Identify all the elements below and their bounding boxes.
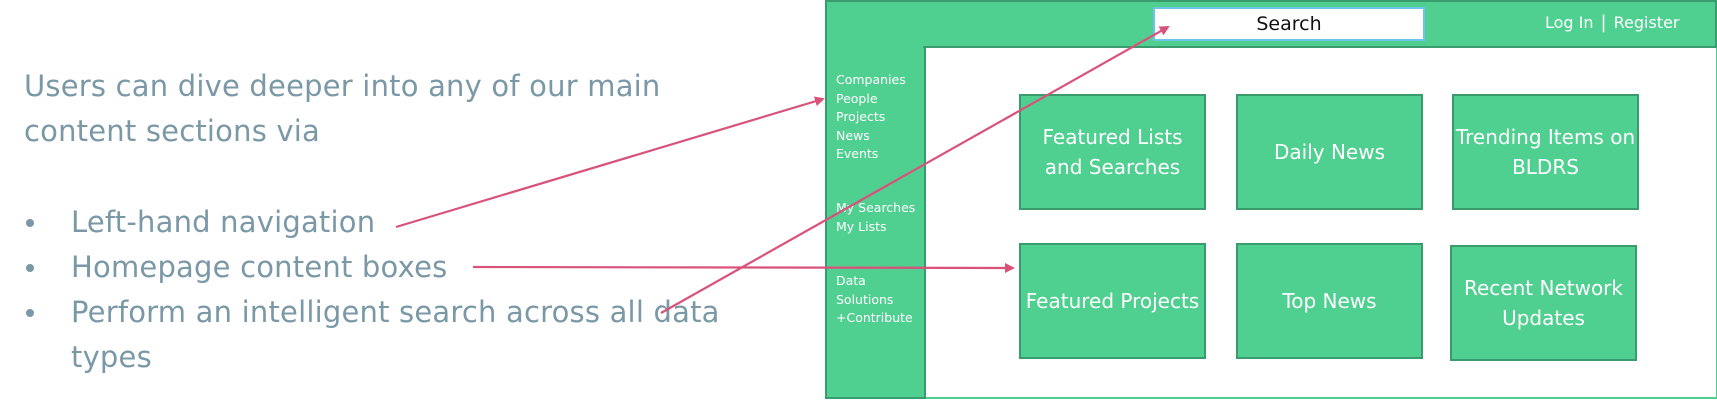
tile-top-news[interactable]: Top News [1236,243,1423,359]
sidebar-item-my-searches[interactable]: My Searches [836,200,916,215]
sidebar-item-events[interactable]: Events [836,146,879,161]
bullet-text: Left-hand navigation [71,205,376,239]
sidebar-item-companies[interactable]: Companies [836,72,906,87]
intro-text: Users can dive deeper into any of our ma… [24,69,661,148]
search-input[interactable]: Search [1153,7,1425,41]
sidebar-item-projects[interactable]: Projects [836,109,886,124]
bullet-dot-icon [26,219,34,227]
tile-featured-projects[interactable]: Featured Projects [1019,243,1206,359]
sidebar-personal-nav: My Searches My Lists [836,199,915,236]
search-label: Search [1256,13,1322,35]
feature-bullet-list: Left-hand navigation Homepage content bo… [24,200,724,380]
bullet-text: Homepage content boxes [71,250,448,284]
bullet-search: Perform an intelligent search across all… [24,290,724,380]
sidebar-item-news[interactable]: News [836,127,870,143]
tile-recent-network-updates[interactable]: Recent Network Updates [1450,245,1637,361]
sidebar-item-people[interactable]: People [836,90,878,106]
sidebar-item-contribute[interactable]: +Contribute [836,310,913,325]
sidebar-item-solutions[interactable]: Solutions [836,291,894,307]
tile-daily-news[interactable]: Daily News [1236,94,1423,210]
bullet-text: Perform an intelligent search across all… [71,295,720,374]
sidebar-primary-nav: Companies People Projects News Events [836,71,906,164]
tile-featured-lists[interactable]: Featured Lists and Searches [1019,94,1206,210]
bullet-content-boxes: Homepage content boxes [24,245,724,290]
auth-links: Log In | Register [1545,12,1679,33]
auth-separator: | [1600,12,1607,33]
login-link[interactable]: Log In [1545,13,1594,32]
bullet-dot-icon [26,264,34,272]
bullet-dot-icon [26,309,34,317]
sidebar-item-data[interactable]: Data [836,273,866,288]
tile-trending-items[interactable]: Trending Items on BLDRS [1452,94,1639,210]
sidebar-item-my-lists[interactable]: My Lists [836,218,887,234]
register-link[interactable]: Register [1613,13,1680,32]
bullet-left-nav: Left-hand navigation [24,200,724,245]
sidebar-extras-nav: Data Solutions +Contribute [836,272,913,328]
